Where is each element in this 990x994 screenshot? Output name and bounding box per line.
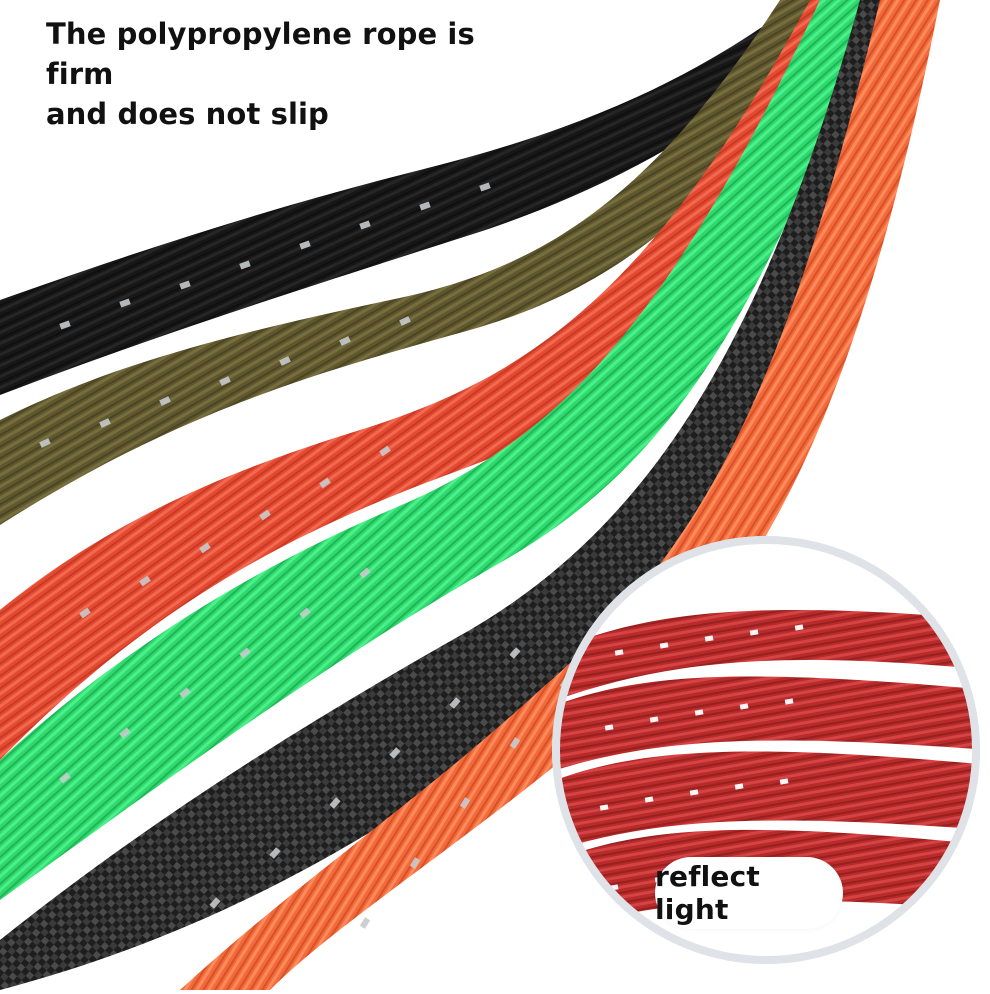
rope-olive bbox=[0, 0, 845, 525]
rope-green bbox=[0, 0, 875, 900]
headline-line-2: and does not slip bbox=[46, 97, 329, 131]
rope-orange bbox=[180, 0, 940, 990]
reflect-light-label: reflect light bbox=[655, 860, 760, 926]
zoom-lens bbox=[552, 536, 980, 964]
reflect-light-callout: reflect light bbox=[655, 857, 843, 929]
rope-black bbox=[0, 0, 860, 395]
rope-redorange bbox=[0, 0, 875, 760]
headline-text: The polypropylene rope is firm and does … bbox=[20, 14, 520, 131]
headline-line-1: The polypropylene rope is firm bbox=[46, 17, 475, 91]
